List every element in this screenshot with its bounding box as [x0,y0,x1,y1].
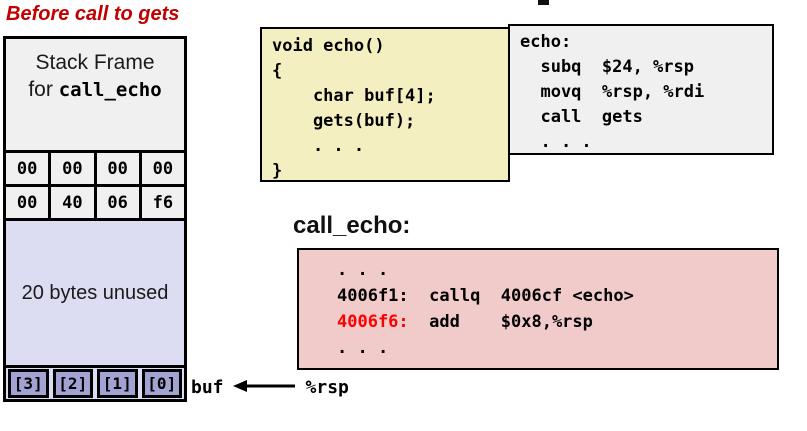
asm-line: echo: [520,32,572,52]
stack-frame-label-line1: Stack Frame [35,51,155,74]
buf-cell-3: [3] [8,369,49,398]
c-code-line: char buf[4]; [272,86,436,106]
disasm-line-add: 4006f6: add $0x8,%rsp [319,309,777,335]
disasm-line-callq: 4006f1: callq 4006cf <echo> [319,283,777,309]
byte-cell: 06 [96,187,142,218]
buf-pointer-annotation: buf %rsp [191,377,349,398]
asm-line: movq %rsp, %rdi [520,82,705,102]
unused-bytes-region: 20 bytes unused [6,218,184,365]
buf-byte-row: [3] [2] [1] [0] [6,365,184,399]
buf-cell-2: [2] [52,369,93,398]
byte-cell: f6 [141,187,184,218]
byte-cell: 00 [96,153,142,184]
disasm-dots-text: . . . [337,260,389,280]
byte-cell: 00 [6,187,52,218]
rsp-label: %rsp [305,377,349,398]
cutoff-title-fragment [538,0,549,5]
c-source-box: void echo() { char buf[4]; gets(buf); . … [260,27,510,182]
slide-title: Before call to gets [6,3,180,25]
echo-assembly-box: echo: subq $24, %rsp movq %rsp, %rdi cal… [508,24,774,155]
buf-label: buf [191,377,224,398]
disasm-dots: . . . [319,335,777,361]
byte-row-1: 00 00 00 00 [6,150,184,184]
disasm-dots: . . . [319,257,777,283]
disasm-instruction: add $0x8,%rsp [408,312,593,332]
byte-cell: 40 [51,187,97,218]
byte-row-2: 00 40 06 f6 [6,184,184,218]
disasm-address-highlighted: 4006f6: [337,312,409,332]
c-code-line: void echo() [272,36,385,56]
buf-cell-0: [0] [141,369,182,398]
c-code-line: { [272,61,283,81]
stack-frame-label-for: for [28,78,59,101]
asm-line: subq $24, %rsp [520,57,694,77]
byte-cell: 00 [51,153,97,184]
stack-frame-label-line2: for call_echo [6,76,184,104]
c-code-line: } [272,161,283,181]
stack-frame-diagram: Stack Frame for call_echo 00 00 00 00 00… [3,36,187,402]
left-arrow-icon [232,377,297,398]
c-code-line: gets(buf); [272,111,416,131]
buf-cell-1: [1] [97,369,138,398]
stack-frame-label-funcname: call_echo [58,79,162,101]
c-code-line: . . . [272,136,365,156]
call-echo-disassembly-box: . . . 4006f1: callq 4006cf <echo> 4006f6… [297,248,779,370]
disasm-instruction: callq 4006cf <echo> [408,286,634,306]
byte-cell: 00 [6,153,52,184]
stack-frame-label: Stack Frame for call_echo [6,39,184,150]
call-echo-heading: call_echo: [293,212,411,239]
disasm-dots-text: . . . [337,338,389,358]
disasm-address: 4006f1: [337,286,409,306]
asm-line: call gets [520,107,643,127]
asm-line: . . . [520,132,592,152]
byte-cell: 00 [141,153,184,184]
